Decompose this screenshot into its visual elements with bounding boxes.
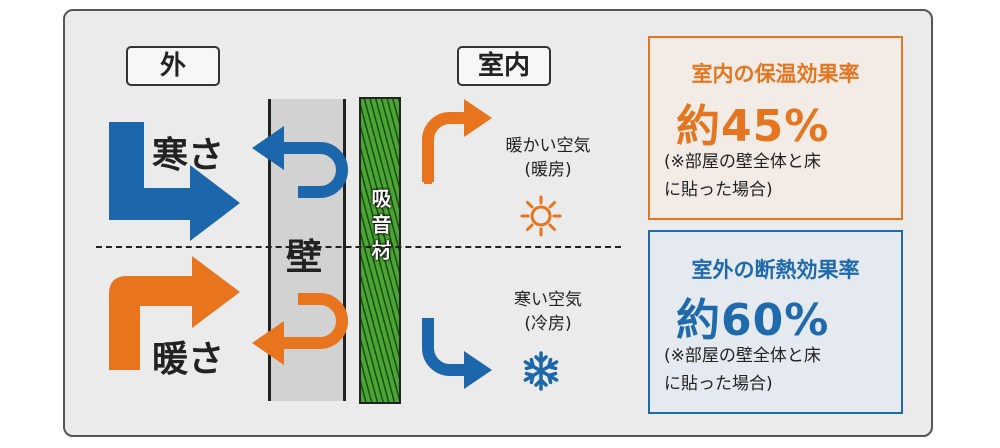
cold-arrow: [109, 122, 240, 241]
cold-air-label: 寒い空気 (冷房): [514, 290, 582, 334]
cold-air-arrow: [422, 318, 492, 389]
outdoor-result-box: 室外の断熱効果率 約60% (※部屋の壁全体と床 に貼った場合): [648, 230, 903, 414]
divider-line: [96, 246, 621, 248]
wall-label: 壁: [286, 237, 323, 278]
cold-label: 寒さ: [152, 135, 225, 176]
warm-label: 暖さ: [152, 339, 225, 380]
sun-icon: [520, 195, 562, 237]
absorber-label: 吸音材: [368, 188, 392, 266]
sound-absorber: [359, 97, 401, 404]
warm-air-label: 暖かい空気 (暖房): [505, 136, 591, 180]
outdoor-result-note: (※部屋の壁全体と床 に貼った場合): [664, 346, 821, 394]
snowflake-icon: [523, 351, 559, 391]
outside-label: 外: [126, 46, 220, 86]
indoor-result-value: 約45%: [676, 101, 830, 152]
outdoor-result-value: 約60%: [676, 295, 830, 346]
warm-arrow: [109, 256, 240, 370]
inside-label: 室内: [457, 46, 551, 86]
outdoor-result-title: 室外の断熱効果率: [691, 258, 860, 282]
warm-air-arrow: [422, 99, 492, 184]
indoor-result-box: 室内の保温効果率 約45% (※部屋の壁全体と床 に貼った場合): [648, 36, 903, 220]
cold-reflect-arrow: [252, 126, 348, 198]
indoor-result-title: 室内の保温効果率: [691, 62, 860, 86]
warm-reflect-arrow: [252, 293, 348, 365]
indoor-result-note: (※部屋の壁全体と床 に貼った場合): [664, 152, 821, 200]
